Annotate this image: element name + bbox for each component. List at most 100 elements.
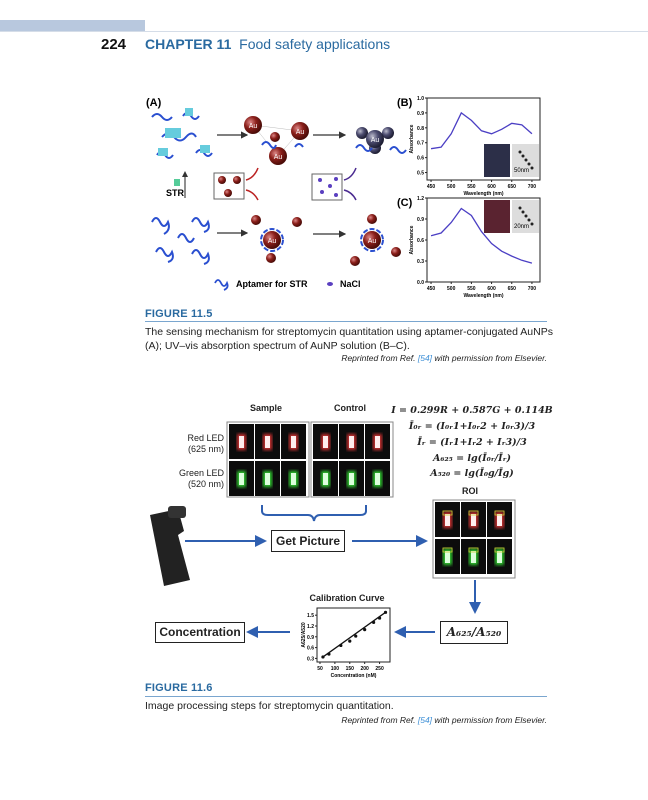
led-spot — [291, 473, 296, 485]
nanoparticle — [524, 214, 528, 218]
data-point — [354, 634, 358, 638]
header-rule — [0, 31, 648, 32]
figure-11-6-caption: Image processing steps for streptomycin … — [145, 700, 394, 712]
x-tick-label: 50 — [317, 666, 323, 672]
y-tick-label: 0.9 — [417, 111, 424, 117]
nanoparticle — [521, 210, 525, 214]
get-picture-box: Get Picture — [271, 530, 345, 552]
x-tick-label: 700 — [528, 286, 537, 292]
roi-box — [468, 510, 479, 516]
vial-photo — [484, 144, 510, 177]
scale-bar-label: 50nm — [514, 168, 529, 174]
panel-a-tag: (A) — [146, 97, 162, 109]
legend-aptamer: Aptamer for STR — [236, 279, 308, 289]
y-axis-label: Absorbance — [409, 124, 415, 153]
svg-text:Au: Au — [368, 238, 377, 245]
data-point — [377, 616, 382, 620]
equation: Ī₀ᵣ = (I₀ᵣ1+I₀ᵣ2 + I₀ᵣ3)/3 — [408, 421, 536, 432]
x-tick-label: 600 — [487, 184, 496, 190]
y-tick-label: 0.9 — [307, 635, 314, 641]
aptamer-str-complexes — [151, 108, 213, 159]
x-axis-label: Wavelength (nm) — [463, 191, 503, 197]
x-tick-label: 550 — [467, 184, 476, 190]
led-spot — [291, 436, 296, 448]
concentration-box: Concentration — [155, 622, 245, 643]
caption-rule — [145, 321, 547, 322]
legend-nacl: NaCl — [340, 279, 361, 289]
chapter-title: Food safety applications — [239, 36, 391, 52]
led-spot — [265, 436, 270, 448]
x-tick-label: 250 — [375, 666, 384, 672]
y-axis-label: Absorbance — [409, 225, 415, 254]
figure-11-5-caption: The sensing mechanism for streptomycin q… — [145, 326, 553, 352]
x-tick-label: 450 — [427, 286, 436, 292]
blue-au-aggregate: Au — [356, 127, 394, 154]
x-tick-label: 600 — [487, 286, 496, 292]
ratio-box: A₆₂₅/A₅₂₀ — [440, 621, 508, 644]
led-spot — [445, 551, 450, 563]
equation: A₆₂₅ = lg(Ī₀ᵣ/Īᵣ) — [432, 453, 512, 464]
led-spot — [497, 551, 502, 563]
led-spot — [239, 473, 244, 485]
red-led-label: Red LED(625 nm) — [187, 433, 224, 454]
led-spot — [323, 436, 328, 448]
led-spot — [375, 473, 380, 485]
x-tick-label: 100 — [331, 666, 340, 672]
y-tick-label: 1.0 — [417, 96, 424, 102]
smartphone-icon — [150, 506, 190, 586]
data-point — [327, 652, 331, 656]
svg-text:Au: Au — [371, 137, 380, 144]
roi-box — [442, 547, 453, 553]
y-tick-label: 0.5 — [417, 171, 424, 177]
svg-text:Au: Au — [268, 238, 277, 245]
led-spot — [349, 436, 354, 448]
x-tick-label: 500 — [447, 286, 456, 292]
figure-11-5-label: FIGURE 11.5 — [145, 308, 213, 320]
reference-link[interactable]: [54] — [417, 715, 433, 725]
led-spot — [471, 551, 476, 563]
free-aptamers — [151, 217, 210, 265]
caption-rule — [145, 696, 547, 697]
y-tick-label: 0.3 — [417, 259, 424, 265]
x-tick-label: 500 — [447, 184, 456, 190]
roi-label: ROI — [462, 486, 479, 496]
led-spot — [445, 514, 450, 526]
svg-text:Au: Au — [249, 123, 258, 130]
vial-photo — [484, 200, 510, 233]
led-spot — [265, 473, 270, 485]
figure-11-6-credit: Reprinted from Ref. [54] with permission… — [341, 715, 547, 725]
led-spot — [323, 473, 328, 485]
led-spot — [375, 436, 380, 448]
data-point — [372, 620, 376, 624]
nanoparticle — [521, 154, 525, 158]
x-tick-label: 650 — [508, 286, 517, 292]
red-au-cluster: Au Au Au — [244, 116, 309, 165]
page-number: 224 — [101, 36, 127, 53]
reference-link[interactable]: [54] — [417, 353, 433, 363]
led-spot — [349, 473, 354, 485]
x-axis-label: Concentration (nM) — [331, 673, 377, 679]
y-tick-label: 0.6 — [307, 646, 314, 652]
y-tick-label: 1.5 — [307, 613, 314, 619]
y-tick-label: 0.6 — [417, 156, 424, 162]
figure-11-5-graphic: (A) Au Au Au Au STR Au Au Aptamer for ST… — [146, 96, 541, 299]
x-tick-label: 200 — [361, 666, 370, 672]
y-tick-label: 0.6 — [417, 238, 424, 244]
spectrum-line — [430, 207, 533, 264]
nanoparticle — [518, 150, 522, 154]
nanoparticle — [530, 222, 534, 226]
nacl-legend-icon — [327, 282, 333, 286]
spectrum-line — [430, 111, 533, 150]
x-tick-label: 700 — [528, 184, 537, 190]
control-label: Control — [334, 403, 366, 413]
x-tick-label: 650 — [508, 184, 517, 190]
y-tick-label: 1.2 — [417, 196, 424, 202]
calibration-title: Calibration Curve — [309, 593, 385, 603]
nanoparticle — [524, 158, 528, 162]
fit-line — [322, 611, 386, 658]
nanoparticle — [527, 162, 531, 166]
figure-11-5-credit: Reprinted from Ref. [54] with permission… — [341, 353, 547, 363]
